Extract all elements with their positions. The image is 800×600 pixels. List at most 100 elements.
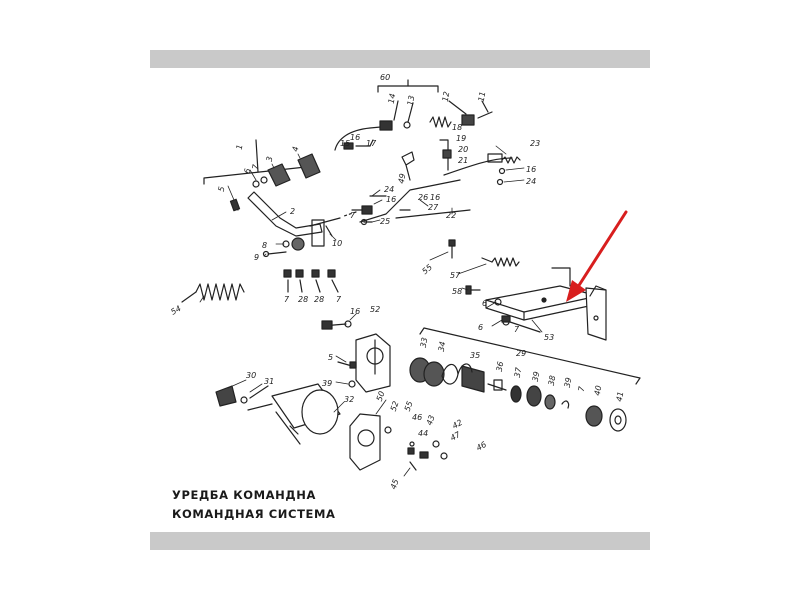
callout-39b: 39 bbox=[531, 371, 542, 383]
callout-23: 23 bbox=[530, 139, 540, 148]
callout-14: 14 bbox=[387, 93, 398, 105]
callout-31: 31 bbox=[264, 377, 274, 386]
ring-37 bbox=[510, 385, 522, 403]
callout-1: 1 bbox=[235, 144, 245, 151]
bolt-52a bbox=[321, 320, 352, 330]
callout-20: 20 bbox=[458, 145, 468, 154]
pedal-pad-4 bbox=[297, 153, 321, 179]
callout-39a: 39 bbox=[322, 379, 332, 388]
callout-29: 29 bbox=[516, 349, 526, 358]
callout-16a: 16 bbox=[350, 133, 360, 142]
cable-assembly-14 bbox=[334, 100, 414, 151]
callout-4: 4 bbox=[291, 146, 301, 153]
bolt-9 bbox=[262, 250, 287, 258]
callout-10: 10 bbox=[332, 239, 342, 248]
callout-32: 32 bbox=[344, 395, 354, 404]
bracket-29 bbox=[419, 327, 641, 385]
callout-16d: 16 bbox=[430, 193, 440, 202]
callout-52b: 52 bbox=[389, 400, 401, 413]
callout-16e: 16 bbox=[350, 307, 360, 316]
callout-58: 58 bbox=[452, 287, 462, 296]
callout-41: 41 bbox=[615, 391, 626, 403]
pedal-pad-3 bbox=[267, 163, 291, 187]
callout-9: 9 bbox=[254, 253, 259, 262]
cylinder-35 bbox=[457, 363, 485, 393]
callout-13: 13 bbox=[406, 95, 417, 107]
callout-7b: 7 bbox=[350, 211, 356, 220]
spring-23 bbox=[496, 156, 521, 186]
bracket-60 bbox=[377, 79, 439, 93]
linkage-18-21 bbox=[439, 139, 513, 176]
red-pointer-arrow bbox=[566, 210, 628, 302]
small-parts-row bbox=[283, 269, 339, 293]
callout-19: 19 bbox=[456, 134, 466, 143]
callout-25: 25 bbox=[380, 217, 390, 226]
pin-5b bbox=[337, 361, 357, 369]
callout-2: 2 bbox=[290, 207, 295, 216]
callout-53: 53 bbox=[544, 333, 554, 342]
callout-7e: 7 bbox=[514, 325, 520, 334]
spring-54 bbox=[181, 283, 245, 303]
washer-41 bbox=[609, 408, 627, 432]
rod-11 bbox=[477, 100, 493, 119]
nut-12 bbox=[448, 100, 475, 126]
callout-6: 6 bbox=[243, 168, 253, 175]
dash-markers bbox=[343, 211, 357, 217]
callout-55a: 55 bbox=[420, 263, 434, 276]
callout-50: 50 bbox=[375, 390, 387, 403]
roller-33 bbox=[409, 357, 445, 387]
nut-40 bbox=[585, 405, 603, 427]
callout-44: 44 bbox=[418, 429, 428, 438]
pedal-lever-2 bbox=[247, 191, 341, 251]
callout-46a: 46 bbox=[412, 413, 422, 422]
pin-10 bbox=[325, 225, 333, 237]
rod-22 bbox=[351, 179, 471, 223]
nut-30 bbox=[215, 385, 237, 407]
callout-11: 11 bbox=[477, 91, 488, 103]
callout-38: 38 bbox=[547, 375, 558, 387]
callout-21: 21 bbox=[458, 156, 468, 165]
callout-42: 42 bbox=[451, 418, 464, 431]
callout-33: 33 bbox=[419, 337, 430, 349]
leader-lines bbox=[199, 145, 543, 477]
motor-32 bbox=[247, 383, 341, 445]
top-gray-band bbox=[150, 50, 650, 68]
callout-5a: 5 bbox=[217, 186, 227, 193]
callout-15: 15 bbox=[340, 139, 350, 148]
callout-39c: 39 bbox=[563, 377, 574, 389]
shaft-36 bbox=[487, 379, 507, 391]
callout-12: 12 bbox=[441, 91, 452, 103]
mount-plate-50 bbox=[349, 413, 381, 471]
callout-40: 40 bbox=[593, 385, 604, 397]
callout-16b: 16 bbox=[526, 165, 536, 174]
callout-labels: 60 14 13 12 11 15 16 17 18 19 20 21 49 2… bbox=[169, 73, 625, 491]
callout-46b: 46 bbox=[475, 440, 488, 453]
bottom-gray-band bbox=[150, 532, 650, 550]
callout-7c: 7 bbox=[284, 295, 290, 304]
lever-49 bbox=[401, 151, 415, 181]
callout-57: 57 bbox=[450, 271, 461, 280]
callout-8: 8 bbox=[262, 241, 267, 250]
callout-17: 17 bbox=[366, 139, 377, 148]
callout-37: 37 bbox=[513, 366, 524, 378]
callout-30: 30 bbox=[246, 371, 256, 380]
bolt-55 bbox=[448, 239, 456, 259]
callout-28a: 28 bbox=[298, 295, 308, 304]
callout-26: 26 bbox=[418, 193, 428, 202]
clip-15-17 bbox=[343, 139, 374, 150]
callout-24a: 24 bbox=[526, 177, 536, 186]
clip-39 bbox=[348, 380, 356, 388]
roller-39 bbox=[526, 385, 542, 407]
callout-6b: 6 bbox=[482, 299, 487, 308]
callout-28b: 28 bbox=[314, 295, 324, 304]
small-parts-42-47 bbox=[384, 426, 448, 471]
callout-18: 18 bbox=[452, 123, 462, 132]
spring-13 bbox=[429, 116, 452, 128]
mount-plate bbox=[355, 333, 391, 393]
caption-line-1: УРЕДБА КОМАНДНА bbox=[172, 488, 316, 502]
callout-34: 34 bbox=[437, 341, 448, 353]
callout-47: 47 bbox=[449, 429, 463, 442]
caption-line-2: КОМАНДНАЯ СИСТЕМА bbox=[172, 507, 336, 521]
washers-6-7 bbox=[252, 176, 268, 188]
